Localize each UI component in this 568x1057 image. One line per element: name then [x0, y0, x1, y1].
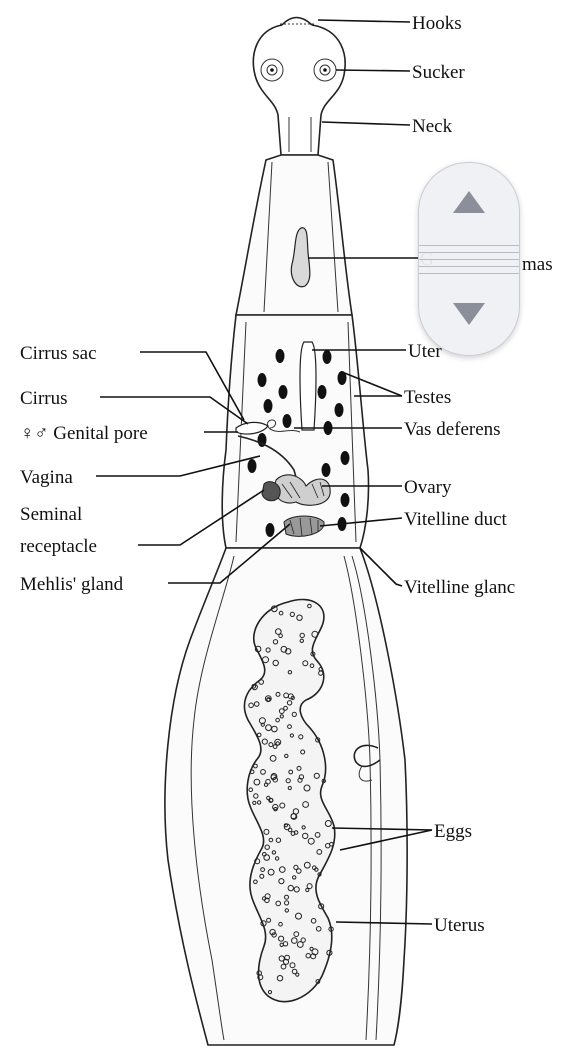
label-uterus: Uterus [434, 915, 485, 936]
gravid-segment [165, 548, 407, 1045]
label-eggs: Eggs [434, 821, 472, 842]
label-genital-pore: ♀♂ Genital pore [20, 423, 148, 444]
scolex [253, 18, 345, 156]
label-cirrus-sac: Cirrus sac [20, 343, 97, 364]
label-vas-deferens: Vas deferens [404, 419, 501, 440]
label-seminal-receptacle-1: Seminal [20, 504, 82, 525]
label-vagina: Vagina [20, 467, 73, 488]
label-sucker: Sucker [412, 62, 465, 83]
label-germinal-mass-right: mas [522, 254, 553, 275]
label-vitelline-duct: Vitelline duct [404, 509, 508, 530]
label-vitelline-gland: Vitelline glanc [404, 577, 515, 598]
scroll-up-button[interactable] [450, 185, 488, 221]
label-mehlis-gland: Mehlis' gland [20, 574, 124, 595]
uterus-young [300, 342, 316, 430]
label-seminal-receptacle-2: receptacle [20, 536, 97, 557]
triangle-up-icon [450, 185, 488, 221]
triangle-down-icon [450, 295, 488, 331]
scroll-grip[interactable] [419, 239, 519, 281]
scroll-down-button[interactable] [450, 295, 488, 331]
label-testes: Testes [404, 387, 451, 408]
scroll-control[interactable] [418, 162, 520, 356]
label-hooks: Hooks [412, 13, 462, 34]
sucker-left [261, 59, 283, 81]
immature-segment [236, 155, 352, 315]
seminal-receptacle [262, 482, 280, 501]
label-ovary: Ovary [404, 477, 452, 498]
label-cirrus: Cirrus [20, 388, 68, 409]
sucker-right [314, 59, 336, 81]
label-neck: Neck [412, 116, 453, 137]
